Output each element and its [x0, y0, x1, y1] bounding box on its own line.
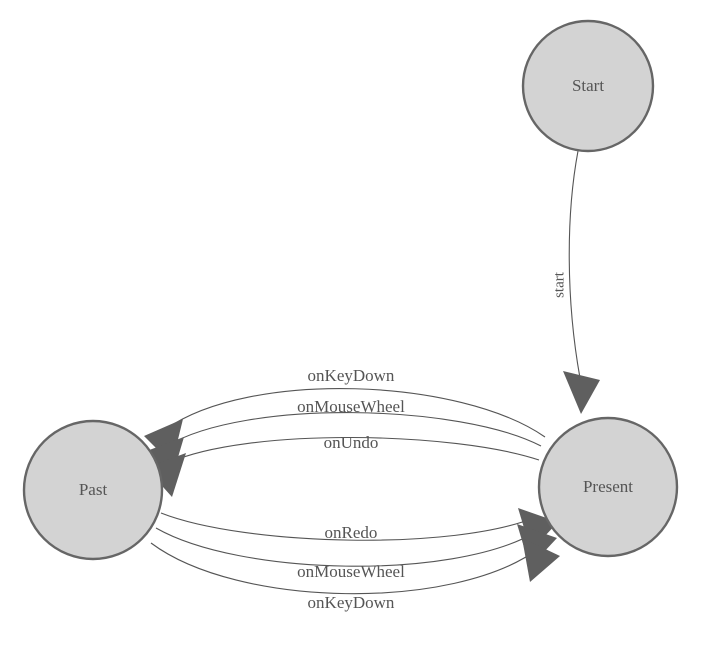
edge-label-past-present-2: onMouseWheel — [297, 562, 405, 581]
edge-past-to-present-onkeydown[interactable]: onKeyDown — [150, 538, 560, 612]
edge-path-present-past-1 — [165, 388, 546, 438]
edge-path-present-past-3 — [167, 436, 540, 464]
edge-label-past-present-1: onRedo — [325, 523, 378, 542]
edge-label-past-present-3: onKeyDown — [308, 593, 395, 612]
node-past-label: Past — [79, 480, 108, 499]
edge-past-to-present-onredo[interactable]: onRedo — [160, 508, 558, 551]
node-present-label: Present — [583, 477, 633, 496]
edge-path-past-present-3 — [150, 542, 539, 595]
edge-present-to-past-onundo[interactable]: onUndo — [146, 433, 540, 497]
node-start-circle — [521, 19, 655, 153]
node-start-label: Start — [572, 76, 604, 95]
edge-label-start: start — [551, 271, 567, 298]
arrowhead-past-present-3 — [522, 538, 560, 582]
node-past[interactable]: Past — [22, 419, 164, 561]
edge-label-present-past-3: onUndo — [324, 433, 379, 452]
node-past-circle — [22, 419, 164, 561]
edge-label-present-past-1: onKeyDown — [308, 366, 395, 385]
edge-start-to-present[interactable]: start — [551, 150, 600, 414]
edge-path-past-present-2 — [155, 527, 535, 567]
edge-path-past-present-1 — [160, 512, 537, 541]
edge-path-present-past-2 — [166, 412, 542, 447]
node-start[interactable]: Start — [521, 19, 655, 153]
node-present[interactable]: Present — [537, 416, 679, 558]
node-present-circle — [537, 416, 679, 558]
arrowhead-present-past-3 — [146, 453, 186, 497]
edge-path-start-present — [568, 150, 581, 379]
edge-label-present-past-2: onMouseWheel — [297, 397, 405, 416]
arrowhead-start-present — [563, 371, 600, 414]
